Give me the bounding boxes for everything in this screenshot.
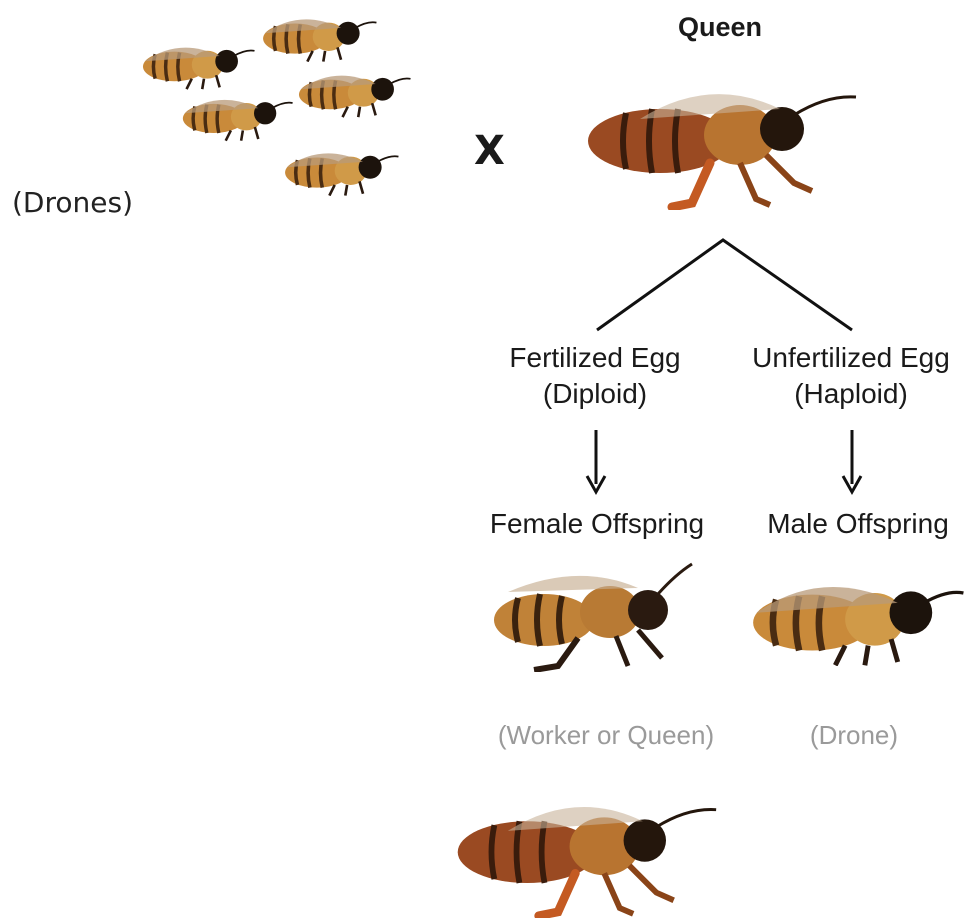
female-caste-label: (Worker or Queen): [458, 720, 754, 751]
egg-type-label: Fertilized Egg: [470, 340, 720, 376]
queen-bee-icon: [450, 792, 720, 918]
egg-type-label: Unfertilized Egg: [728, 340, 974, 376]
worker-bee-icon: [488, 562, 698, 672]
ploidy-label: (Haploid): [728, 376, 974, 412]
unfertilized-egg-label: Unfertilized Egg (Haploid): [728, 340, 974, 412]
male-caste-label: (Drone): [784, 720, 924, 751]
male-offspring-label: Male Offspring: [742, 508, 974, 540]
female-offspring-label: Female Offspring: [468, 508, 726, 540]
drone-bee-icon: [740, 566, 970, 666]
fertilized-egg-label: Fertilized Egg (Diploid): [470, 340, 720, 412]
ploidy-label: (Diploid): [470, 376, 720, 412]
